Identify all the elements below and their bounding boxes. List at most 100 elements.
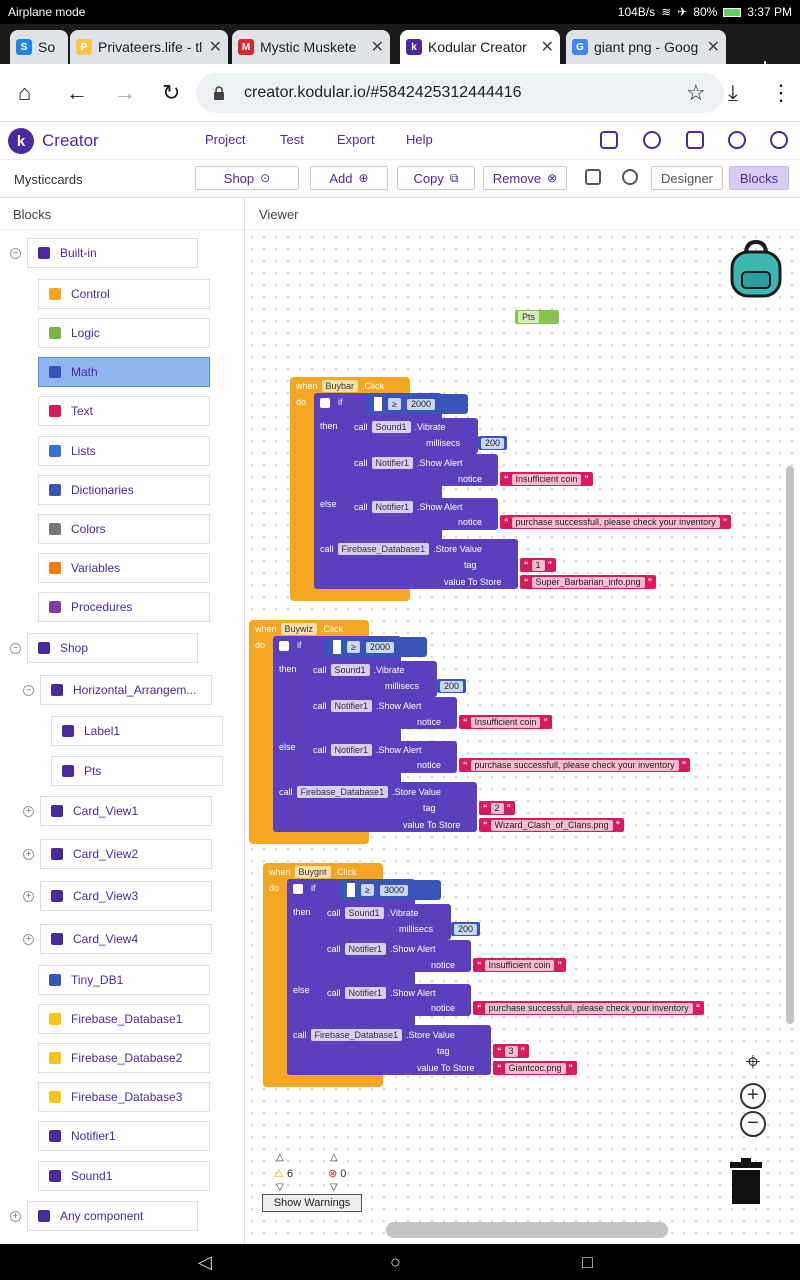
nav-back-icon[interactable]: ◁ <box>198 1252 212 1272</box>
tree-shop[interactable]: Shop <box>27 633 198 663</box>
value-text[interactable]: Wizard_Clash_of_Clans.png <box>490 819 613 831</box>
library-icon[interactable] <box>686 131 704 149</box>
tree-horizontal-arrangement[interactable]: Horizontal_Arrangem... <box>40 675 212 705</box>
tag-text[interactable]: 1 <box>531 559 545 571</box>
tree-text[interactable]: Text <box>38 396 210 426</box>
insufficient-text[interactable]: Insufficient coin <box>470 716 541 728</box>
millisecs-value[interactable]: 200 <box>481 437 505 449</box>
card-expand-icon[interactable]: + <box>23 849 34 860</box>
nav-home-icon[interactable]: ○ <box>390 1252 401 1272</box>
text-block[interactable]: “3” <box>493 1044 530 1058</box>
text-block[interactable]: “1” <box>520 558 557 572</box>
card-expand-icon[interactable]: + <box>23 806 34 817</box>
card-expand-icon[interactable]: + <box>23 891 34 902</box>
menu-dots-icon[interactable]: ⋮ <box>770 80 792 105</box>
compare-operator-dropdown[interactable]: ≥ <box>347 641 360 653</box>
error-up-arrow-icon[interactable]: △ <box>330 1152 338 1163</box>
notifier-component-dropdown[interactable]: Notifier1 <box>344 987 387 999</box>
mutator-gear-icon[interactable] <box>279 640 292 652</box>
price-number[interactable]: 3000 <box>379 884 408 896</box>
kodular-logo[interactable]: k Creator <box>8 128 99 154</box>
button-component-dropdown[interactable]: Buybar <box>321 380 359 392</box>
compare-block[interactable]: ≥2000 <box>325 637 427 657</box>
text-block[interactable]: “Insufficient coin” <box>459 715 552 729</box>
button-component-dropdown[interactable]: Buywiz <box>280 623 318 635</box>
blocks-button[interactable]: Blocks <box>729 166 789 190</box>
tree-dictionaries[interactable]: Dictionaries <box>38 475 210 505</box>
account-icon[interactable] <box>770 131 788 149</box>
copy-screen-button[interactable]: Copy⧉ <box>397 166 475 190</box>
tab-close-icon[interactable]: ✕ <box>208 39 222 56</box>
call-sound-vibrate-block[interactable] <box>321 904 451 940</box>
millisecs-value[interactable]: 200 <box>454 923 478 935</box>
success-text[interactable]: purchase successfull, please check your … <box>484 1002 693 1014</box>
call-sound-vibrate-block[interactable] <box>307 661 437 697</box>
firebase-component-dropdown[interactable]: Firebase_Database1 <box>310 1029 403 1041</box>
menu-project[interactable]: Project <box>205 132 246 147</box>
price-number[interactable]: 2000 <box>365 641 394 653</box>
vertical-scrollbar[interactable] <box>786 466 794 1024</box>
text-block[interactable]: “2” <box>479 801 516 815</box>
tree-card-view[interactable]: Card_View2 <box>40 839 212 869</box>
mutator-gear-icon[interactable] <box>293 883 306 895</box>
image-icon[interactable] <box>585 169 601 185</box>
menu-export[interactable]: Export <box>337 132 375 147</box>
reload-icon[interactable]: ↻ <box>162 80 181 105</box>
folder-star-icon[interactable] <box>600 131 618 149</box>
tree-component[interactable]: Tiny_DB1 <box>38 965 210 995</box>
remove-screen-button[interactable]: Remove⊗ <box>483 166 567 190</box>
text-block[interactable]: “Wizard_Clash_of_Clans.png” <box>479 818 625 832</box>
pts-getter-dropdown[interactable]: Pts <box>518 311 540 323</box>
tree-card-view[interactable]: Card_View1 <box>40 796 212 826</box>
sound-component-dropdown[interactable]: Sound1 <box>330 664 370 676</box>
text-block[interactable]: “Super_Barbarian_info.png” <box>520 575 657 589</box>
success-text[interactable]: purchase successfull, please check your … <box>511 516 720 528</box>
designer-button[interactable]: Designer <box>651 166 723 190</box>
tree-component[interactable]: Firebase_Database1 <box>38 1004 210 1034</box>
button-component-dropdown[interactable]: Buygnt <box>294 866 331 878</box>
firebase-component-dropdown[interactable]: Firebase_Database1 <box>296 786 389 798</box>
text-block[interactable]: “Giantcoc.png” <box>493 1061 578 1075</box>
menu-test[interactable]: Test <box>280 132 304 147</box>
millisecs-number-block[interactable]: 200 <box>451 922 481 936</box>
center-workspace-icon[interactable]: ⌖ <box>740 1048 766 1074</box>
compare-block[interactable]: ≥2000 <box>366 394 468 414</box>
home-icon[interactable]: ⌂ <box>18 80 32 105</box>
notifier-component-dropdown[interactable]: Notifier1 <box>330 744 373 756</box>
settings-gear-icon[interactable] <box>622 169 638 185</box>
tab-close-icon[interactable]: ✕ <box>706 39 720 56</box>
firebase-component-dropdown[interactable]: Firebase_Database1 <box>337 543 430 555</box>
notifier-component-dropdown[interactable]: Notifier1 <box>371 457 414 469</box>
tag-text[interactable]: 2 <box>490 802 504 814</box>
tree-component[interactable]: Firebase_Database2 <box>38 1043 210 1073</box>
error-down-arrow-icon[interactable]: ▽ <box>330 1182 338 1193</box>
pts-getter-block[interactable]: Pts <box>515 310 559 324</box>
zoom-out-icon[interactable]: − <box>740 1111 766 1137</box>
tree-card-view[interactable]: Card_View4 <box>40 924 212 954</box>
zoom-in-icon[interactable]: + <box>740 1083 766 1109</box>
tree-component[interactable]: Sound1 <box>38 1161 210 1191</box>
tree-logic[interactable]: Logic <box>38 318 210 348</box>
nav-recents-icon[interactable]: □ <box>582 1252 593 1272</box>
warning-up-arrow-icon[interactable]: △ <box>276 1152 284 1163</box>
tab-close-icon[interactable]: ✕ <box>370 39 384 56</box>
builtin-collapse-icon[interactable]: − <box>10 248 21 259</box>
text-block[interactable]: “Insufficient coin” <box>500 472 593 486</box>
sound-component-dropdown[interactable]: Sound1 <box>371 421 411 433</box>
tree-pts[interactable]: Pts <box>51 756 223 786</box>
mutator-gear-icon[interactable] <box>320 397 333 409</box>
dollar-icon[interactable] <box>728 131 746 149</box>
tree-component[interactable]: Firebase_Database3 <box>38 1082 210 1112</box>
compare-block[interactable]: ≥3000 <box>339 880 441 900</box>
text-block[interactable]: “purchase successfull, please check your… <box>500 515 732 529</box>
insufficient-text[interactable]: Insufficient coin <box>484 959 555 971</box>
tree-procedures[interactable]: Procedures <box>38 592 210 622</box>
text-block[interactable]: “purchase successfull, please check your… <box>459 758 691 772</box>
tree-any-component[interactable]: Any component <box>27 1201 198 1231</box>
tree-colors[interactable]: Colors <box>38 514 210 544</box>
